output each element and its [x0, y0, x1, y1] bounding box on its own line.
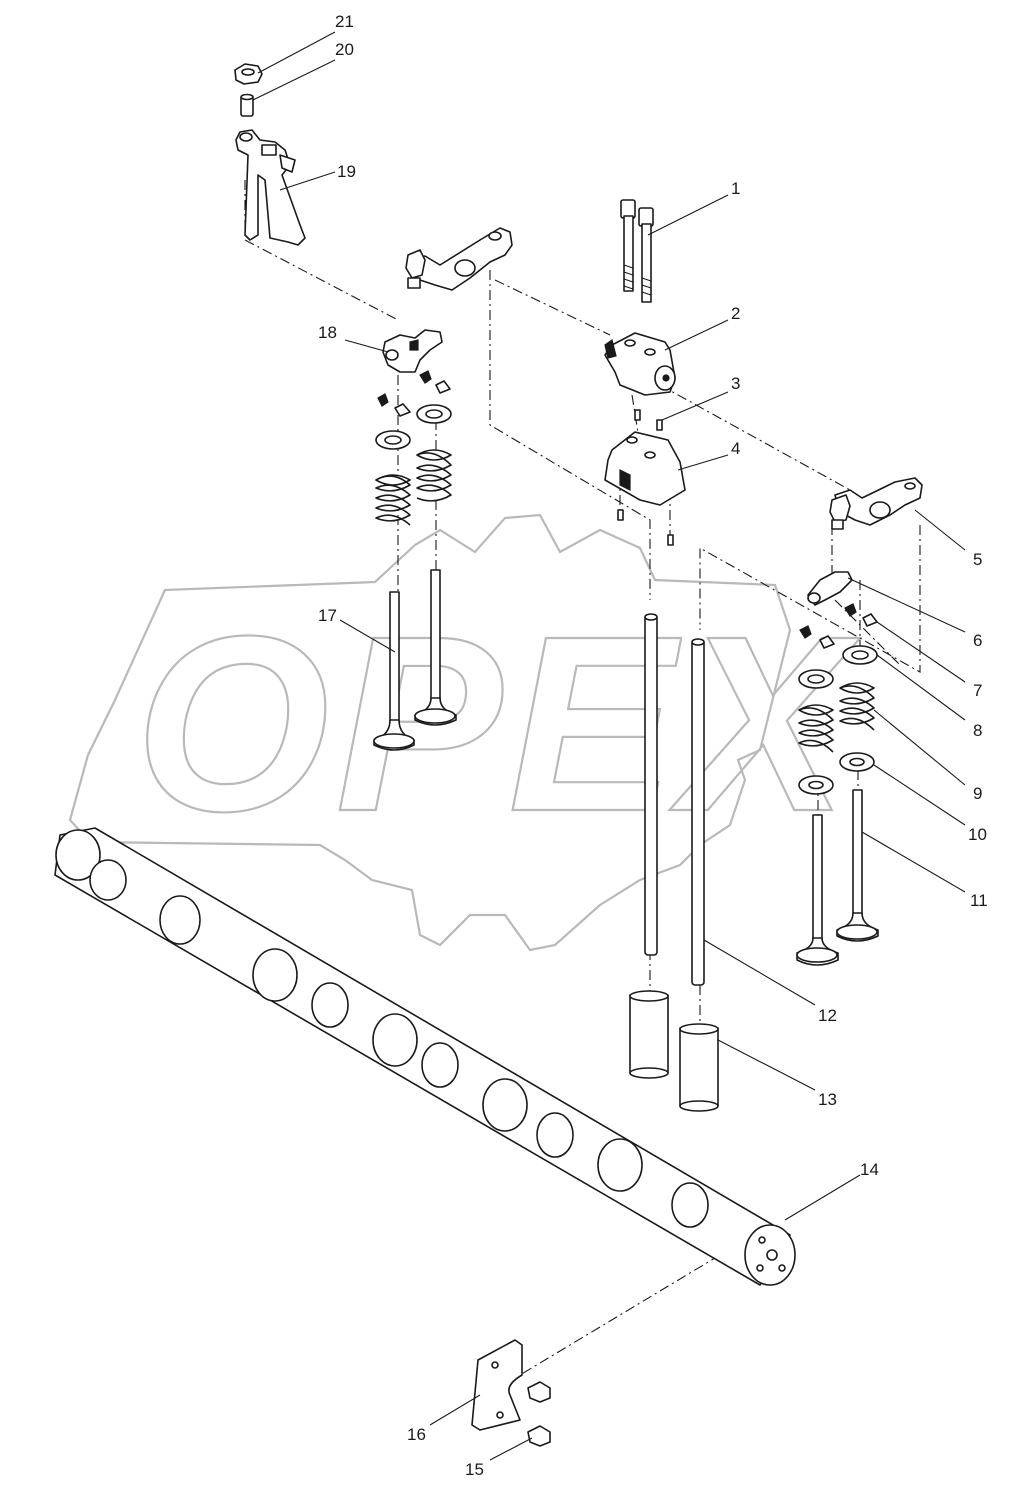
part-1-bolts [620, 199, 654, 303]
callout-19: 19 [337, 162, 356, 181]
part-17-valves [373, 569, 457, 751]
part-10-seats [798, 752, 875, 795]
part-13-tappets [629, 990, 719, 1112]
callout-21: 21 [335, 12, 354, 31]
part-8-retainers [375, 404, 878, 689]
callout-20: 20 [335, 40, 354, 59]
part-21-nut [234, 63, 263, 85]
part-12-pushrods [644, 613, 705, 986]
part-15-bolts [527, 1381, 551, 1447]
part-3-pins [617, 409, 674, 546]
part-9-springs [375, 449, 875, 753]
callout-13: 13 [818, 1090, 837, 1109]
callout-16: 16 [407, 1425, 426, 1444]
callout-1: 1 [731, 179, 740, 198]
assembly-lines [244, 180, 921, 1376]
part-7-keepers [377, 370, 878, 649]
part-16-thrust-plate [471, 1339, 523, 1431]
callout-3: 3 [731, 374, 740, 393]
callout-5: 5 [973, 550, 982, 569]
callout-7: 7 [973, 681, 982, 700]
callout-10: 10 [968, 825, 987, 844]
part-rocker-arm-upper [405, 227, 513, 291]
part-4-bracket [604, 431, 686, 506]
part-5-rocker-arm [829, 477, 923, 530]
callout-11: 11 [970, 891, 988, 910]
part-11-valves [796, 789, 879, 966]
callout-4: 4 [731, 439, 740, 458]
callout-numbers: 21 20 19 1 2 3 4 18 5 17 6 7 8 9 10 11 1… [318, 12, 988, 1479]
part-18-bridge [382, 329, 443, 373]
leader-lines [252, 31, 966, 1461]
callout-9: 9 [973, 784, 982, 803]
callout-6: 6 [973, 631, 982, 650]
watermark: OPEX [68, 513, 861, 952]
callout-12: 12 [818, 1006, 837, 1025]
part-14-camshaft [54, 827, 796, 1286]
part-19-rocker-arm [235, 129, 306, 246]
part-20-screw [240, 93, 254, 117]
callout-8: 8 [973, 721, 982, 740]
callout-18: 18 [318, 323, 337, 342]
part-2-shaft-support [604, 332, 676, 396]
callout-15: 15 [465, 1460, 484, 1479]
callout-14: 14 [860, 1160, 879, 1179]
callout-17: 17 [318, 606, 337, 625]
watermark-gear-outline [68, 513, 792, 952]
watermark-text: OPEX [135, 584, 861, 863]
callout-2: 2 [731, 304, 740, 323]
